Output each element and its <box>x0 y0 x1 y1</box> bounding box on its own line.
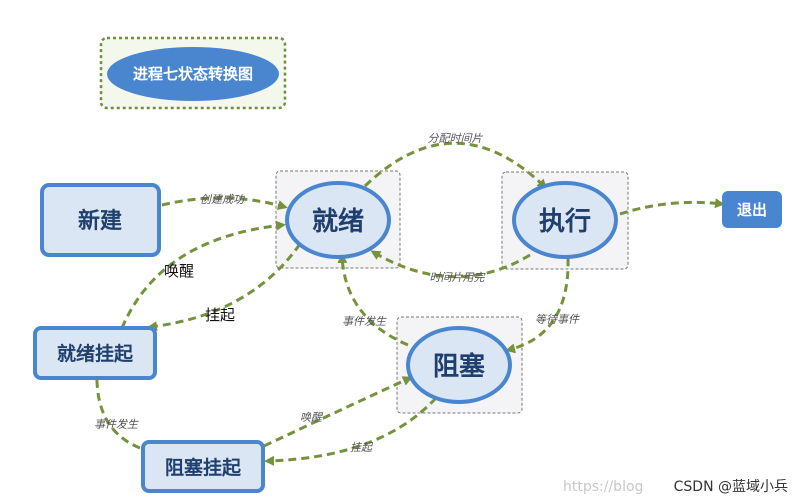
label-wait-event: 等待事件 <box>535 313 580 326</box>
arrow-running-to-exit <box>619 198 725 216</box>
title-box: 进程七状态转换图 <box>99 36 287 110</box>
label-suspend-ready: 挂起 <box>205 306 235 324</box>
arrow-new-to-ready <box>161 196 288 210</box>
state-running: 执行 <box>512 181 618 259</box>
state-ready: 就绪 <box>285 181 391 259</box>
label-suspend-blocked: 挂起 <box>350 441 374 454</box>
state-new-label: 新建 <box>78 208 122 234</box>
diagram-title: 进程七状态转换图 <box>133 65 253 83</box>
label-wake-ready-suspended: 唤醒 <box>164 262 194 280</box>
state-exit: 退出 <box>722 191 782 228</box>
arrow-blockedsusp-to-blocked <box>263 376 413 448</box>
state-blocked-label: 阻塞 <box>433 351 485 382</box>
state-ready-suspended: 就绪挂起 <box>33 326 157 380</box>
label-wake-blocked-suspended: 唤醒 <box>300 411 324 424</box>
label-event-occurs-blocked: 事件发生 <box>342 315 387 328</box>
arrow-ready-to-readysusp <box>147 243 302 332</box>
watermark-main: CSDN @蓝域小兵 <box>674 479 788 495</box>
state-running-label: 执行 <box>539 206 591 237</box>
state-ready-label: 就绪 <box>312 206 364 237</box>
state-ready-suspended-label: 就绪挂起 <box>57 342 134 365</box>
label-event-occurs-suspended: 事件发生 <box>94 418 139 431</box>
arrow-running-to-blocked <box>505 257 570 354</box>
state-blocked-suspended-label: 阻塞挂起 <box>165 456 242 479</box>
arrow-ready-to-running <box>363 141 548 190</box>
state-blocked: 阻塞 <box>406 326 512 404</box>
state-exit-label: 退出 <box>737 201 767 219</box>
arrow-running-to-ready <box>370 250 531 279</box>
arrow-blocked-to-blockedsusp <box>264 396 438 466</box>
arrow-blocked-to-ready <box>337 253 409 347</box>
arrow-blockedsusp-to-readysusp <box>91 369 141 450</box>
arrow-readysusp-to-ready <box>120 220 286 329</box>
state-new: 新建 <box>40 183 161 257</box>
state-blocked-suspended: 阻塞挂起 <box>141 440 265 493</box>
transition-arrows <box>91 141 725 466</box>
label-time-slice-used: 时间片用完 <box>430 271 487 284</box>
label-time-slice-assigned: 分配时间片 <box>428 132 484 145</box>
watermark-faint: https://blog <box>563 479 643 495</box>
label-create-success: 创建成功 <box>200 193 246 206</box>
